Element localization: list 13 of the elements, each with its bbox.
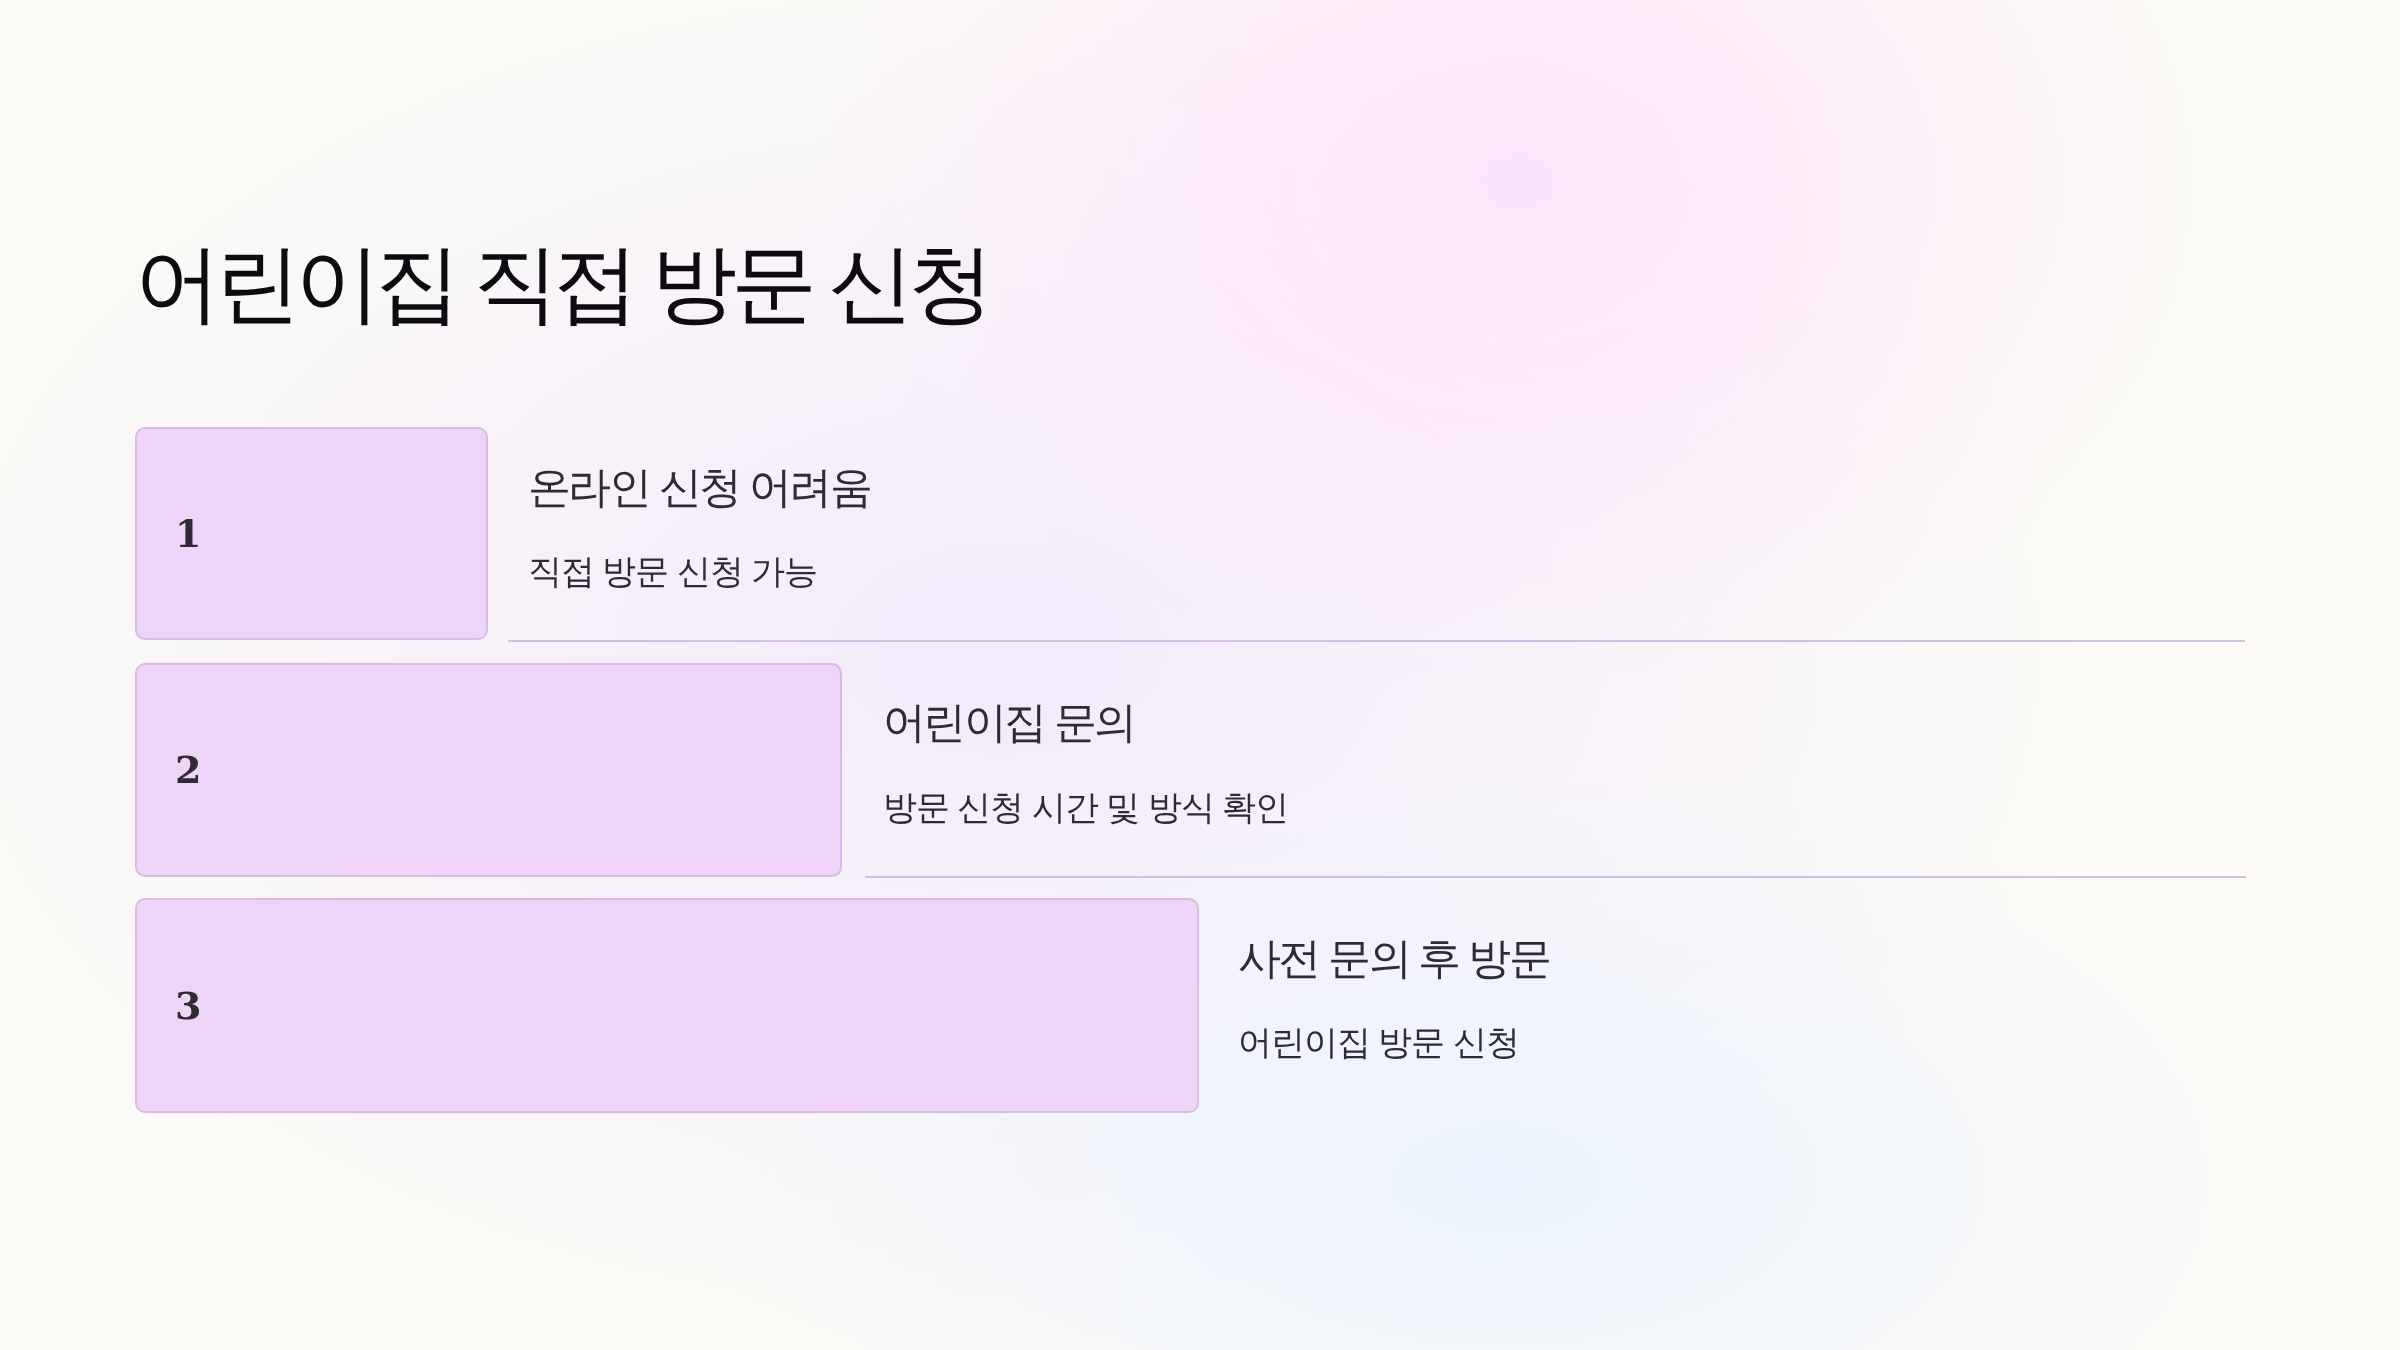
step-description: 직접 방문 신청 가능 xyxy=(528,554,818,588)
step-description: 어린이집 방문 신청 xyxy=(1238,1025,1519,1059)
step-heading: 사전 문의 후 방문 xyxy=(1238,936,1550,980)
step-number: 3 xyxy=(175,986,202,1025)
step-box xyxy=(135,663,842,877)
step-description: 방문 신청 시간 및 방식 확인 xyxy=(883,790,1288,824)
title: 어린이집 직접 방문 신청 xyxy=(135,240,989,326)
step-box xyxy=(135,898,1199,1113)
step-number: 1 xyxy=(175,514,202,553)
step-box xyxy=(135,427,488,640)
step-heading: 어린이집 문의 xyxy=(883,700,1135,744)
step-heading: 온라인 신청 어려움 xyxy=(528,465,871,509)
step-number: 2 xyxy=(175,751,202,789)
